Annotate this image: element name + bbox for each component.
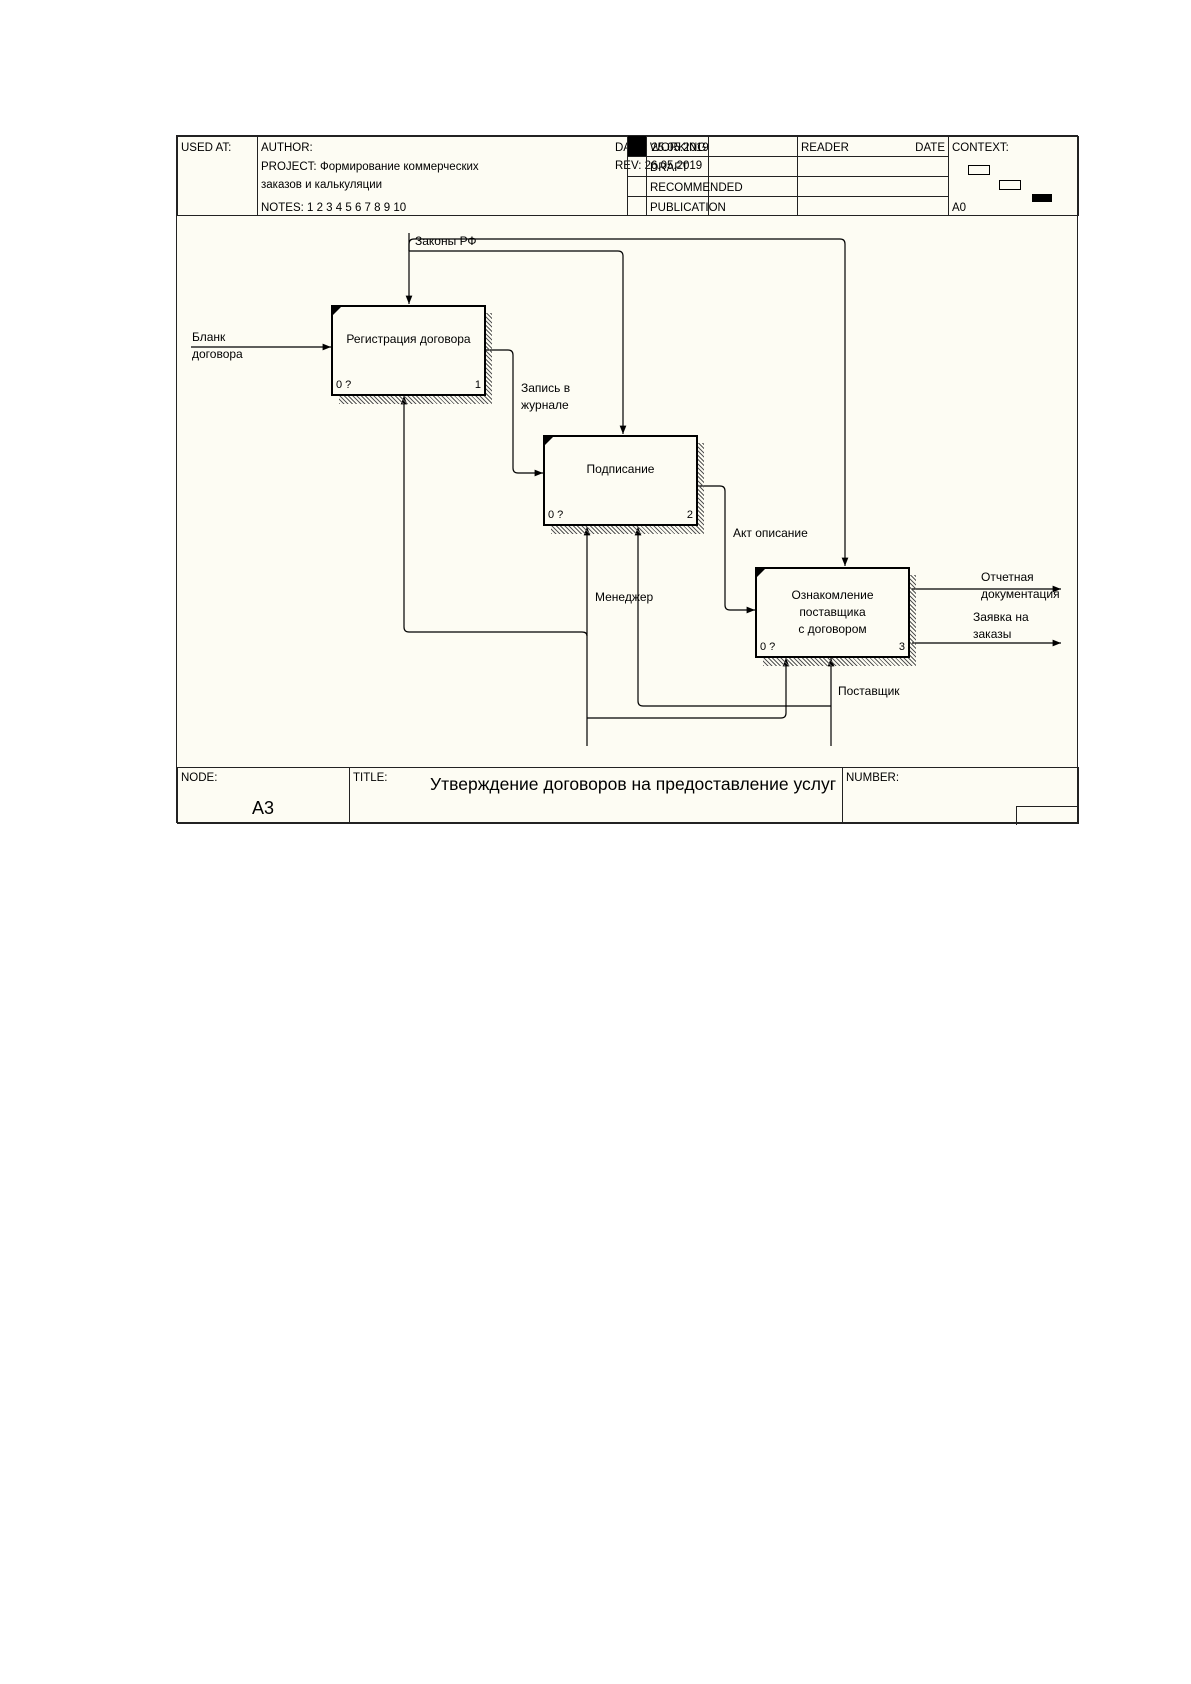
number-label: NUMBER: [846,772,900,784]
label-menedzher: Менеджер [595,590,654,604]
diagram-title: Утверждение договоров на предоставление … [430,774,837,794]
footer-title-cell: TITLE: Утверждение договоров на предоста… [349,767,843,824]
date-label: DATE [915,142,945,154]
box-3-number: 3 [898,641,905,653]
box-3-cost: 0 ? [760,641,776,653]
context-label: CONTEXT: [952,142,1009,154]
label-postavshik: Поставщик [838,684,900,698]
project-label: PROJECT: [261,161,317,173]
footer-number-cell: NUMBER: [842,767,1079,825]
context-box-1 [968,165,990,175]
label-blank: Бланк договора [192,330,243,361]
label-zakony: Законы РФ [415,234,477,248]
title-label: TITLE: [353,772,388,784]
box-1-number: 1 [474,379,481,391]
used-at-label: USED AT: [181,142,232,154]
box-1-corner [333,307,341,315]
box-2-number: 2 [686,509,693,521]
activity-box-2[interactable]: Подписание 0 ? 2 [543,435,698,526]
arrows-layer [191,233,1061,746]
project-line-1: Формирование коммерческих [320,161,479,173]
label-zayavka: Заявка на заказы [973,610,1029,641]
context-cell: CONTEXT: A0 [948,136,1079,216]
arrow-zakony-to-box3 [408,238,849,566]
arrow-menedzher-to-box1 [400,396,588,637]
label-otchet: Отчетная документация [981,570,1060,601]
working-marker [628,136,646,156]
context-box-2 [999,180,1021,190]
box-2-cost: 0 ? [548,509,564,521]
status-row-line-1 [627,156,948,157]
status-draft: DRAFT [650,162,689,174]
footer-node-cell: NODE: A3 [177,767,350,824]
idef0-diagram-frame: USED AT: AUTHOR: PROJECT: Формирование к… [176,135,1079,825]
context-node: A0 [952,202,967,214]
box-1-cost: 0 ? [336,379,352,391]
arrow-zakony-to-box2 [409,250,627,434]
node-label: NODE: [181,772,218,784]
activity-box-3[interactable]: Ознакомление поставщика с договором 0 ? … [755,567,910,658]
node-value: A3 [252,798,275,818]
box-1-name: Регистрация договора [346,332,471,346]
header-author-cell: AUTHOR: PROJECT: Формирование коммерческ… [257,136,709,216]
status-publication: PUBLICATION [650,202,726,214]
arrow-menedzher-to-box3 [587,658,790,719]
reader-label: READER [801,142,849,154]
page-number-box [1016,806,1079,825]
label-akt: Акт описание [733,526,808,540]
label-zapis: Запись в журнале [521,381,571,412]
author-label: AUTHOR: [261,142,313,154]
arrow-akt [696,485,755,614]
box-2-corner [545,437,553,445]
arrow-zapis [484,349,543,477]
context-box-current [1032,194,1052,202]
date-value: DATE: 25.05.2019 [615,142,709,154]
project-line-2: заказов и калькуляции [261,179,383,191]
notes: NOTES: 1 2 3 4 5 6 7 8 9 10 [261,202,407,214]
box-2-name: Подписание [586,462,655,476]
activity-box-1[interactable]: Регистрация договора 0 ? 1 [331,305,486,396]
status-recommended: RECOMMENDED [650,182,743,194]
status-row-line-2 [627,176,948,177]
rev-value: REV: 26.05.2019 [615,160,703,172]
arrow-postavshik-to-box2 [634,527,831,707]
box-3-corner [757,569,765,577]
status-row-line-3 [627,196,948,197]
status-working: WORKING [650,142,707,154]
box-3-name: Ознакомление поставщика с договором [791,588,874,636]
